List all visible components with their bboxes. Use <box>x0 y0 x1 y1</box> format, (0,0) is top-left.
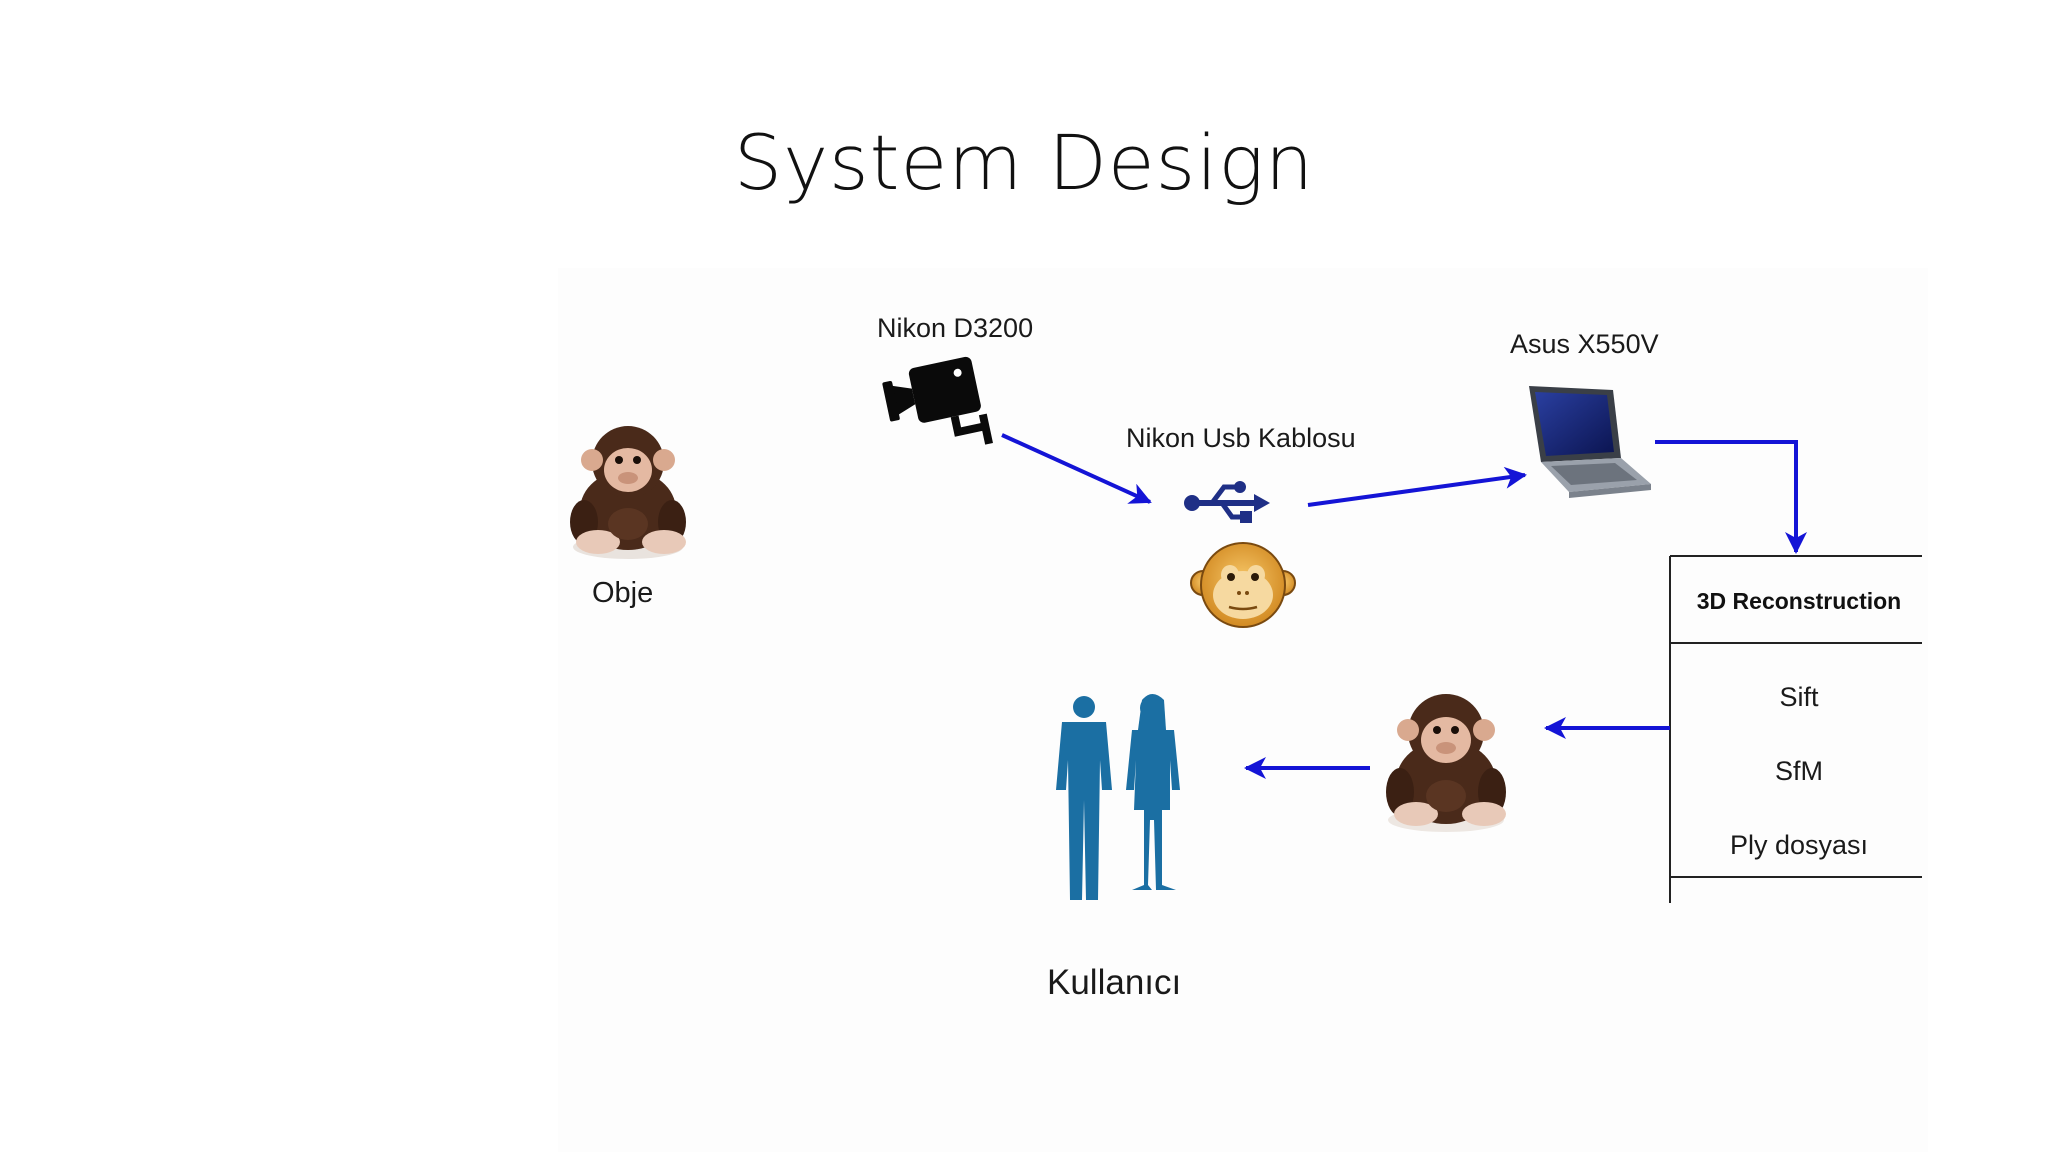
reconstruction-title: 3D Reconstruction <box>1696 588 1902 614</box>
user-label: Kullanıcı <box>1047 963 1182 1002</box>
arrow-usb-to-laptop <box>1307 466 1527 507</box>
users-icon <box>1056 694 1180 900</box>
object-label: Obje <box>592 577 654 609</box>
reconstruction-item: Ply dosyası <box>1729 830 1869 860</box>
laptop-label: Asus X550V <box>1510 329 1659 359</box>
arrow-laptop-to-reconstruction <box>1655 440 1807 554</box>
laptop-icon <box>1529 386 1651 498</box>
reconstruction-item: Sift <box>1779 682 1819 712</box>
monkey-plush-icon <box>1386 694 1506 832</box>
diagram-panel <box>558 268 1928 1152</box>
camera-label: Nikon D3200 <box>877 313 1034 343</box>
monkey-face-icon <box>1190 542 1296 628</box>
slide-title: System Design <box>733 118 1315 207</box>
reconstruction-item: SfM <box>1774 756 1823 786</box>
camera-icon <box>882 356 993 445</box>
arrow-camera-to-usb <box>1001 433 1152 504</box>
usb-icon <box>1184 481 1270 523</box>
monkey-plush-icon <box>570 426 686 559</box>
cable-label: Nikon Usb Kablosu <box>1126 423 1356 453</box>
